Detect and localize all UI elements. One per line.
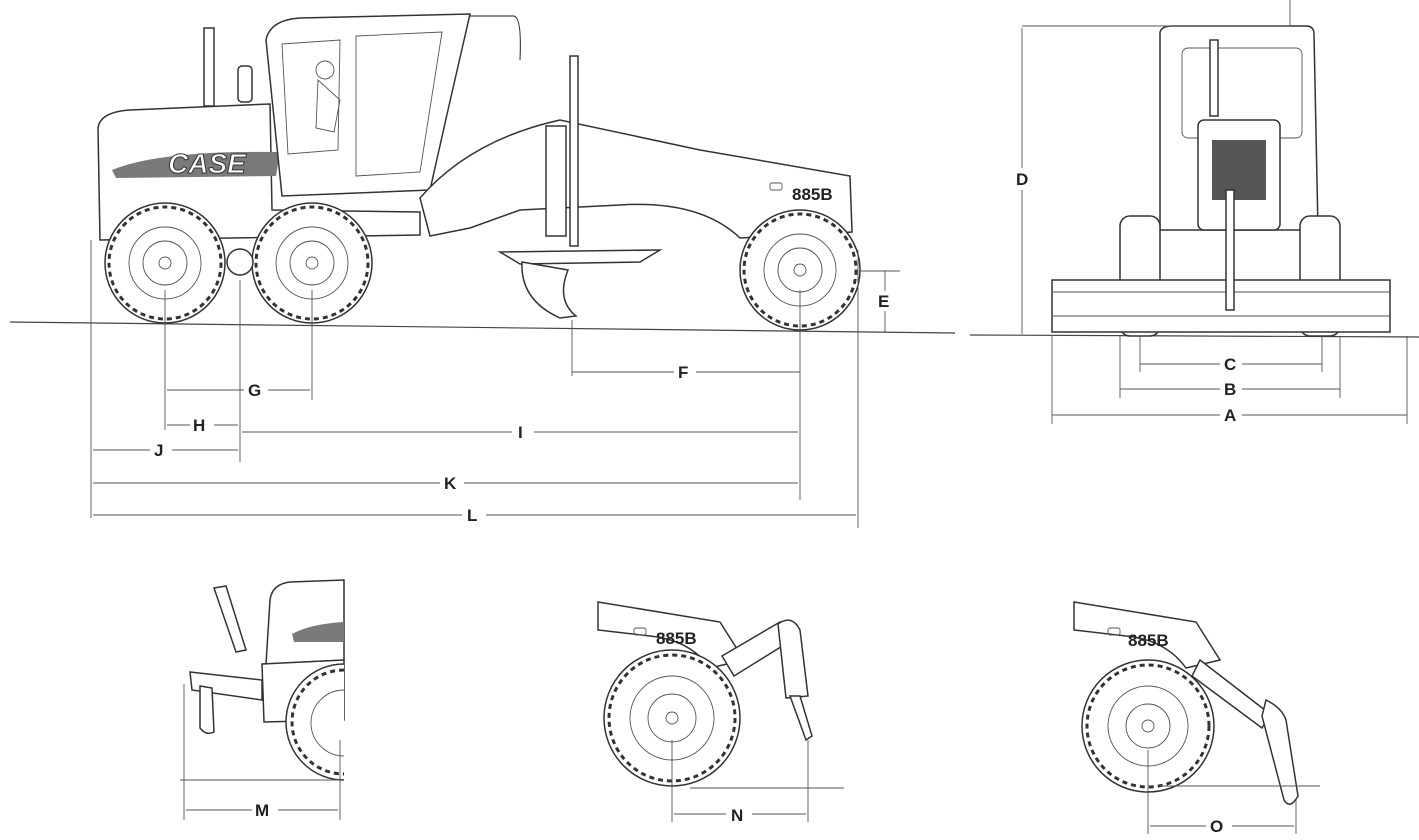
front-grille [1212, 140, 1266, 200]
dim-label-j: J [154, 441, 163, 460]
ripper-shank [199, 685, 215, 735]
operator-head [315, 60, 335, 80]
circle-drawbar [497, 249, 663, 265]
front-blade-plate [1051, 279, 1391, 333]
dozer-push-arm [1191, 658, 1271, 730]
dim-label-l: L [467, 506, 477, 525]
brand-logo: CASE [168, 148, 247, 179]
dim-label-h: H [193, 416, 205, 435]
dim-label-n: N [731, 806, 743, 825]
dim-label-a: A [1224, 406, 1236, 425]
scarifier-frame [597, 601, 746, 669]
dozer-model-badge: 885B [1128, 631, 1169, 650]
blade-lift-bracket [545, 125, 567, 237]
cab-window-rear [281, 39, 341, 155]
lift-cylinder [569, 55, 579, 247]
brand-stripe [112, 151, 280, 178]
moldboard-blade [521, 261, 578, 319]
front-dozer-detail: 885B O [1073, 601, 1320, 837]
dozer-blade [1261, 698, 1299, 805]
front-push-frame [1225, 189, 1235, 311]
dim-label-m: M [255, 801, 269, 820]
side-view: CASE 885B [9, 13, 956, 528]
ripper-lift-cylinder [213, 585, 247, 653]
front-ground-line [969, 334, 1419, 338]
dim-label-b: B [1224, 380, 1236, 399]
dim-label-i: I [518, 423, 523, 442]
dim-label-o: O [1210, 817, 1223, 836]
cab-door [355, 31, 443, 177]
dim-label-e: E [878, 292, 889, 311]
dim-label-c: C [1224, 355, 1236, 374]
dim-label-k: K [444, 474, 457, 493]
ripper-rear-wheel [285, 663, 345, 781]
tandem-pivot [226, 248, 254, 276]
ripper-brand-stripe [292, 622, 344, 642]
model-badge: 885B [792, 185, 833, 204]
ripper-beam [189, 671, 263, 701]
rear-tandem-wheel-1 [104, 202, 226, 324]
front-wheel [739, 209, 861, 331]
dim-label-g: G [248, 381, 261, 400]
dim-label-d: D [1016, 170, 1028, 189]
front-scarifier-detail: 885B N [597, 601, 844, 825]
operator-body [315, 79, 341, 133]
dozer-front-wheel [1081, 659, 1215, 793]
scarifier-bracket [777, 619, 809, 699]
dim-label-f: F [678, 363, 688, 382]
front-light [769, 182, 783, 191]
cab [265, 13, 471, 197]
cab-rollbar [470, 15, 521, 61]
exhaust-stack [203, 27, 215, 107]
ground-line [9, 321, 956, 334]
scarifier-tooth [788, 695, 813, 742]
rear-tandem-wheel-2 [251, 202, 373, 324]
air-precleaner [237, 65, 253, 103]
scarifier-model-badge: 885B [656, 629, 697, 648]
ripper-cab-partial [265, 579, 345, 665]
front-exhaust [1209, 39, 1219, 117]
rear-ripper-detail: M [180, 579, 345, 820]
front-view: D C B A [969, 0, 1419, 425]
